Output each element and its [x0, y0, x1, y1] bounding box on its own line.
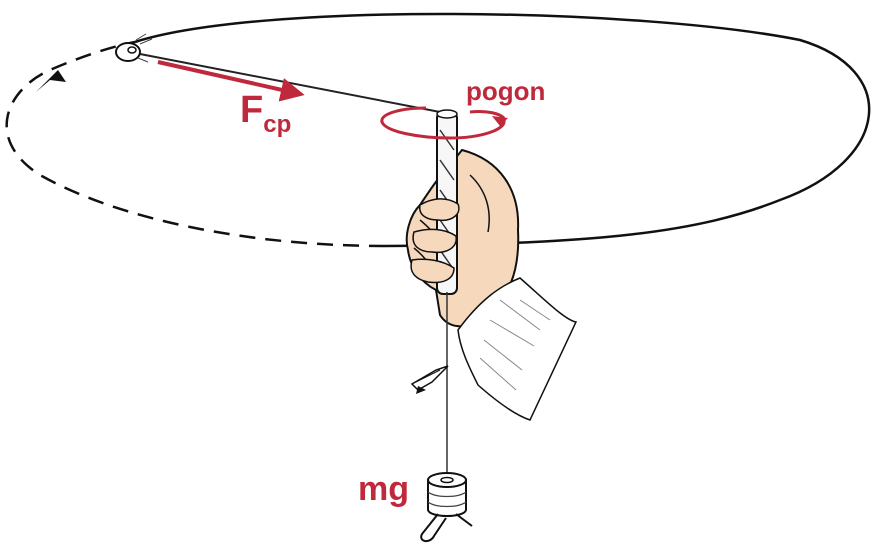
- swinging-stopper: [115, 33, 153, 63]
- horizontal-cord: [139, 53, 441, 113]
- rotation-arrow-icon: [380, 106, 506, 140]
- motion-arrow-head-icon: [36, 70, 66, 92]
- force-label-main: F: [240, 89, 263, 131]
- drive-label: pogon: [466, 76, 545, 106]
- weight-label: mg: [358, 470, 409, 508]
- force-label-subscript: cp: [263, 111, 291, 138]
- fingers: [410, 198, 460, 284]
- force-arrow-icon: [157, 60, 305, 102]
- marker-clip: [410, 365, 449, 394]
- orbit-path-dashed: [5, 40, 386, 248]
- hanging-weight: [420, 472, 473, 542]
- force-label: Fcp: [240, 89, 291, 138]
- sleeve: [457, 277, 578, 421]
- orbit-path-solid: [134, 12, 871, 248]
